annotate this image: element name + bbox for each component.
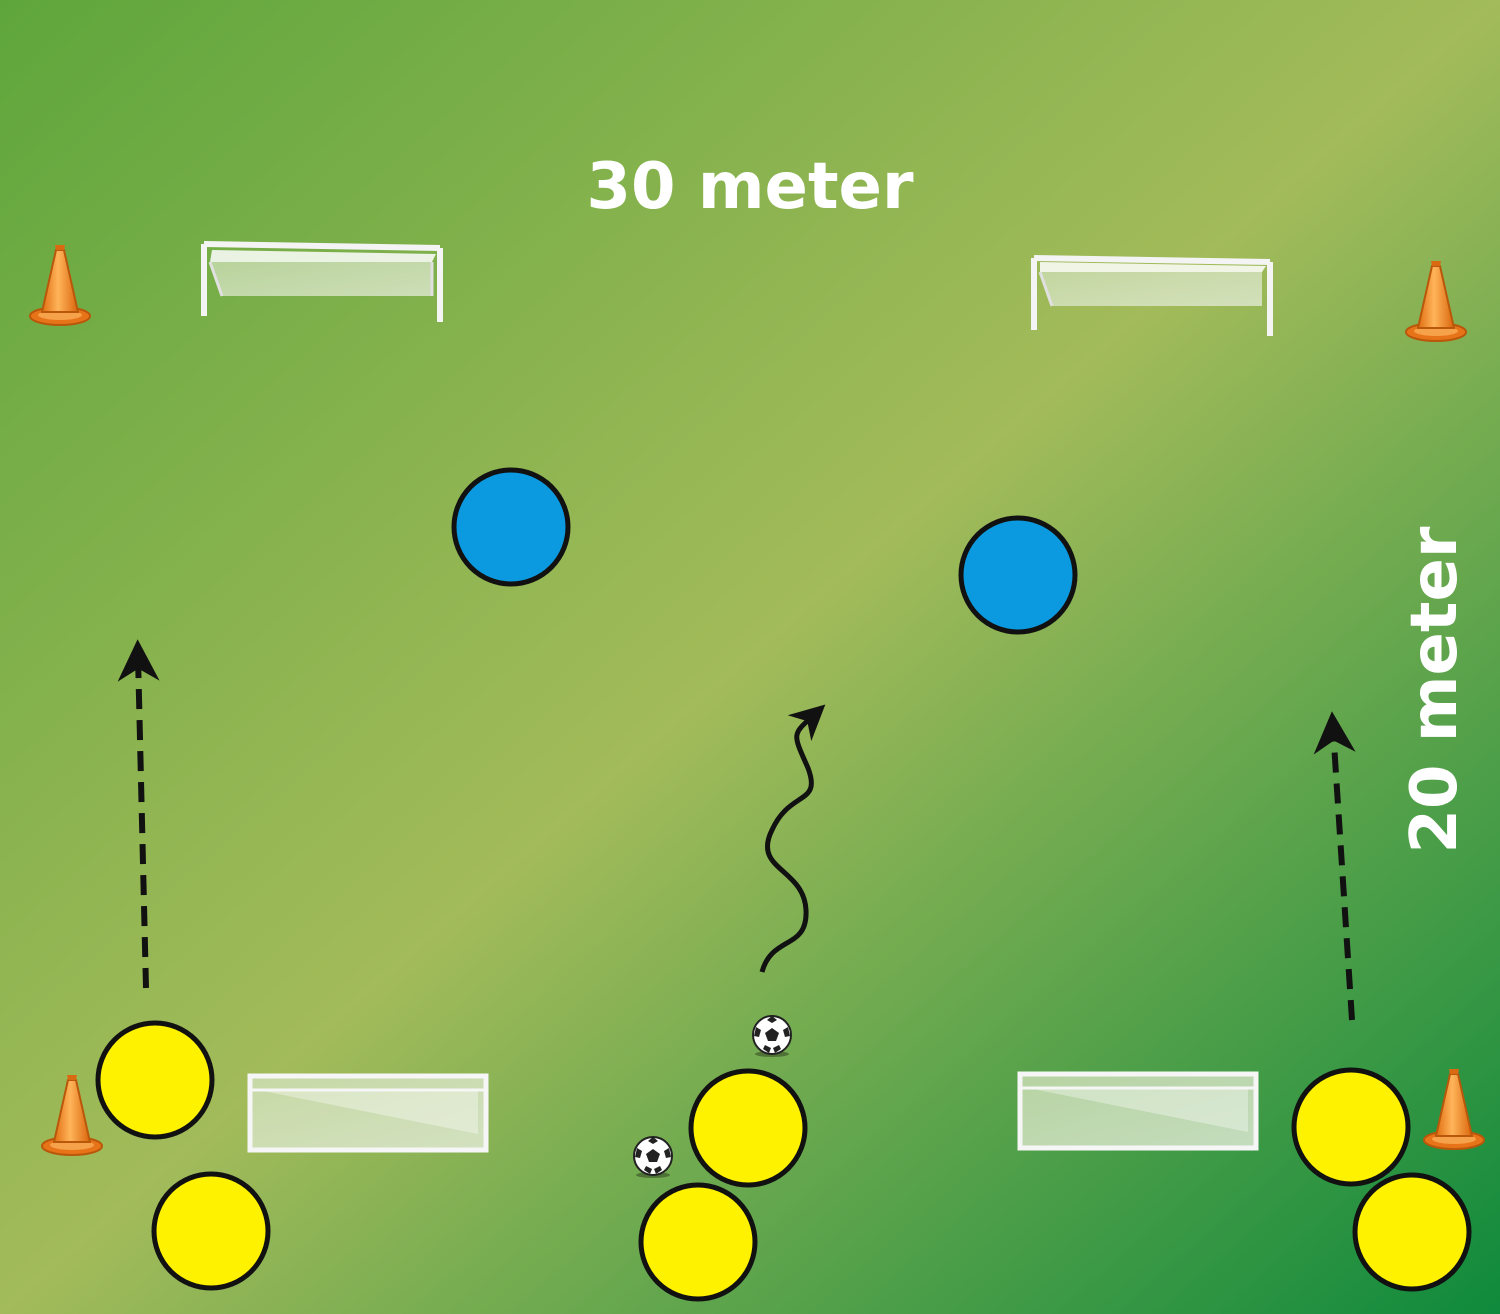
run-arrow-right [1313, 711, 1356, 1021]
goal-bottom-left-icon [247, 1073, 489, 1153]
attacker-player [1291, 1067, 1411, 1187]
goal-top-right-icon [1031, 255, 1273, 336]
attacker-player [638, 1182, 758, 1302]
attacker-player [1352, 1172, 1472, 1292]
goal-bottom-right-icon [1017, 1071, 1259, 1151]
dribble-arrow [759, 704, 826, 973]
width-label: 30 meter [587, 150, 914, 224]
attacker-player [151, 1171, 271, 1291]
run-arrow-left [117, 639, 160, 989]
defender-player [451, 467, 571, 587]
length-label: 20 meter [1398, 526, 1472, 853]
attacker-player [688, 1068, 808, 1188]
attacker-player [95, 1020, 215, 1140]
defender-player [958, 515, 1078, 635]
goal-top-left-icon [201, 241, 443, 322]
